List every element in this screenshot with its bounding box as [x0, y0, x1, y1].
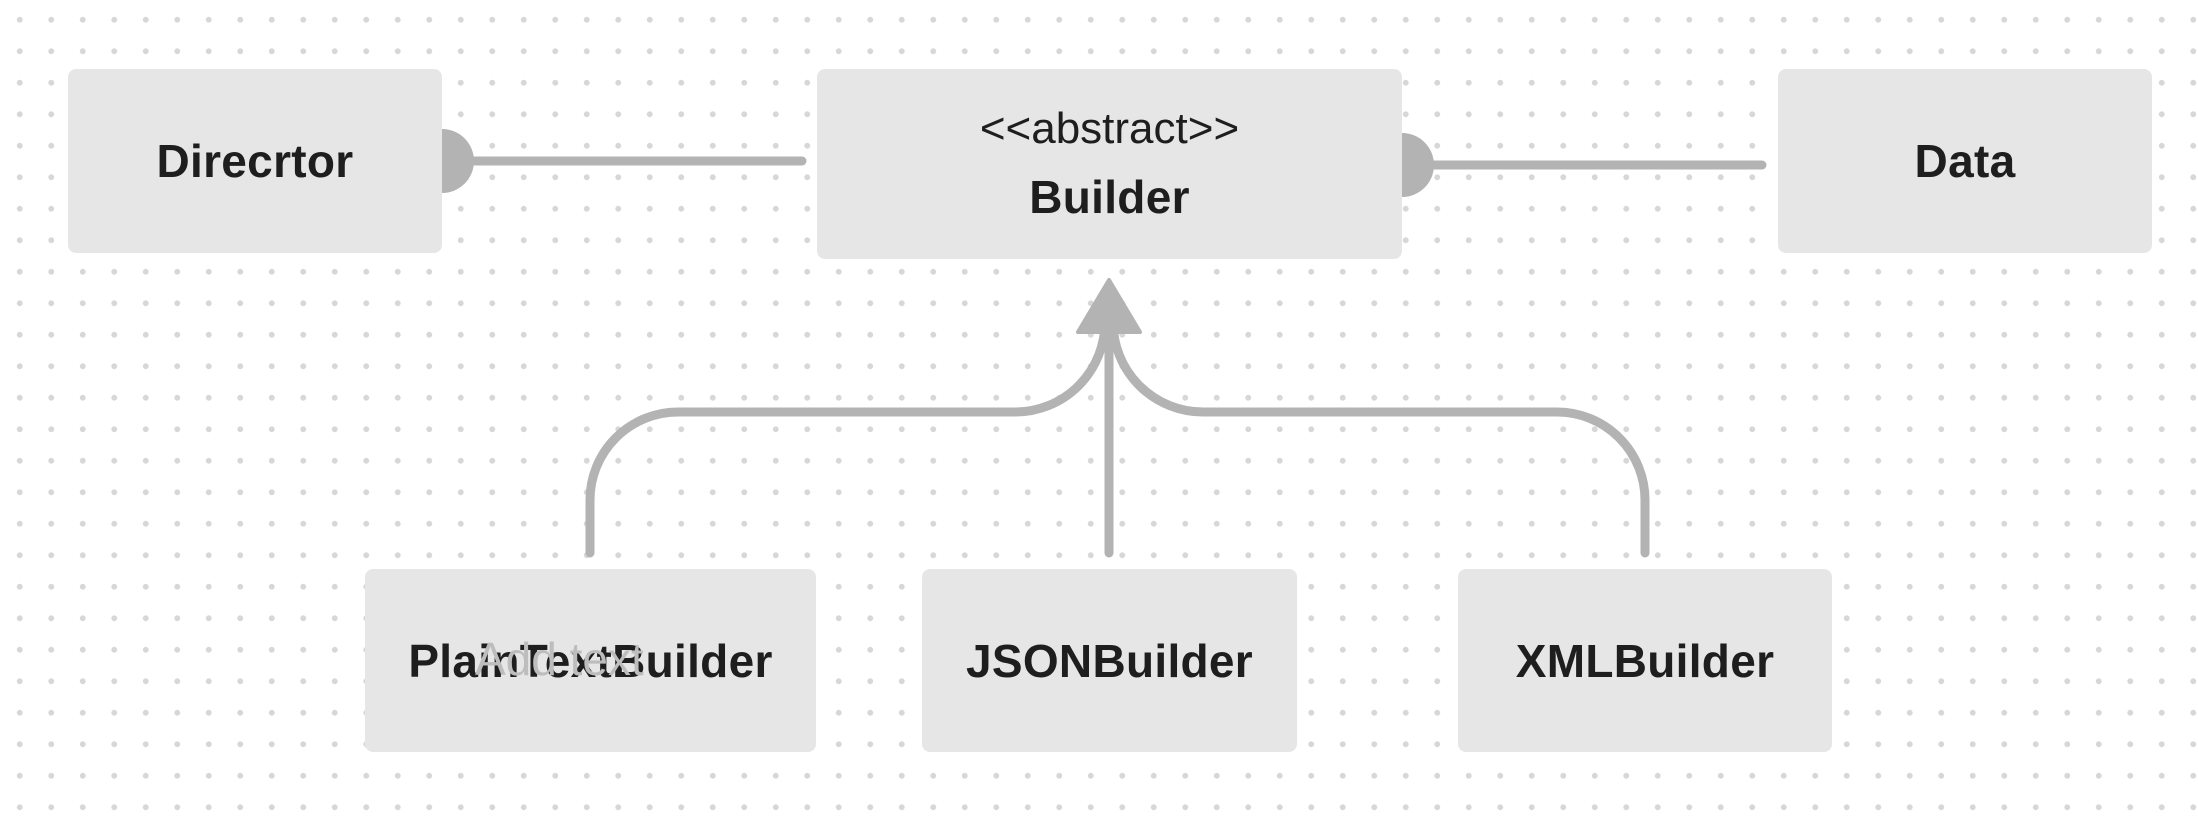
- class-node-data[interactable]: Data: [1778, 69, 2152, 253]
- node-label: JSONBuilder: [965, 634, 1254, 687]
- node-label: Data: [1914, 135, 2016, 187]
- inheritance-line-plaintextbuilder[interactable]: [585, 307, 1114, 558]
- class-node-builder[interactable]: <<abstract>> Builder: [817, 69, 1402, 259]
- node-label: PlainTextBuilder: [408, 634, 773, 687]
- node-label: Builder: [1029, 171, 1190, 223]
- class-node-director[interactable]: Direcrtor: [68, 69, 442, 253]
- inheritance-line-xmlbuilder[interactable]: [1104, 307, 1650, 558]
- node-stereotype: <<abstract>>: [979, 104, 1240, 153]
- class-node-jsonbuilder[interactable]: JSONBuilder: [922, 569, 1297, 752]
- class-node-plaintextbuilder[interactable]: PlainTextBuilder: [365, 569, 816, 752]
- inheritance-arrowhead: [1076, 278, 1142, 334]
- class-node-xmlbuilder[interactable]: XMLBuilder: [1458, 569, 1832, 752]
- node-label: Direcrtor: [156, 135, 354, 187]
- node-label: XMLBuilder: [1515, 634, 1775, 687]
